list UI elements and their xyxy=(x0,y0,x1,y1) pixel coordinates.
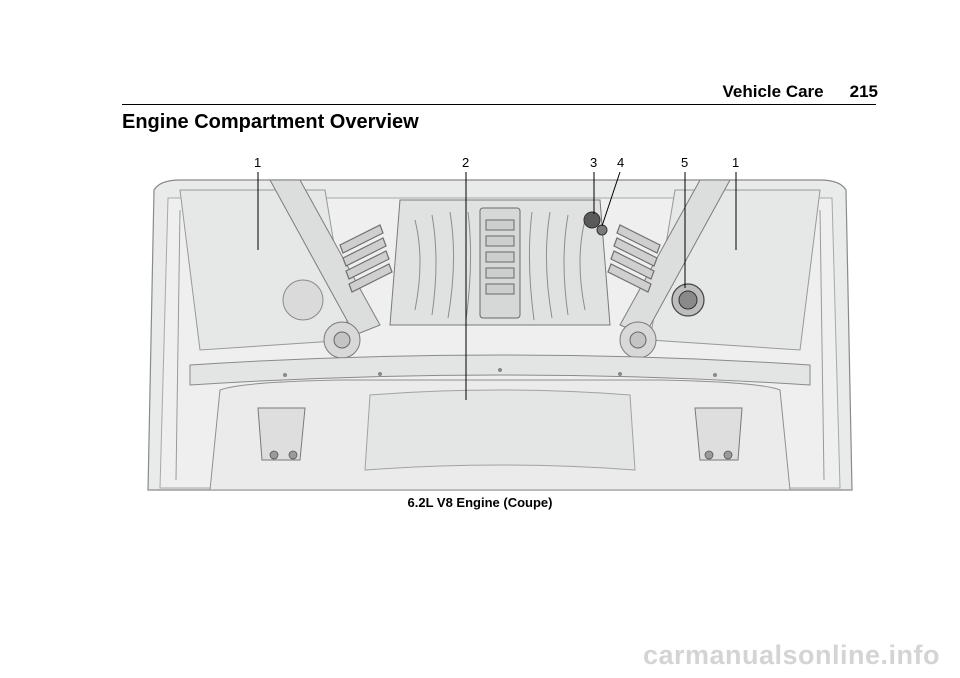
watermark-text: carmanualsonline.info xyxy=(642,640,940,670)
figure-caption: 6.2L V8 Engine (Coupe) xyxy=(407,495,553,510)
callout-1-left: 1 xyxy=(254,155,261,170)
callout-3: 3 xyxy=(590,155,597,170)
section-name: Vehicle Care xyxy=(722,82,824,101)
callout-1-right: 1 xyxy=(732,155,739,170)
engine-compartment-illustration: 1 2 3 4 5 1 xyxy=(140,150,860,495)
callout-4: 4 xyxy=(617,155,624,170)
page-title: Engine Compartment Overview xyxy=(122,111,419,133)
page-number: 215 xyxy=(849,82,878,101)
callout-2: 2 xyxy=(462,155,469,170)
running-header: Vehicle Care 215 xyxy=(700,82,879,102)
header-rule xyxy=(122,104,876,105)
callout-5: 5 xyxy=(681,155,688,170)
